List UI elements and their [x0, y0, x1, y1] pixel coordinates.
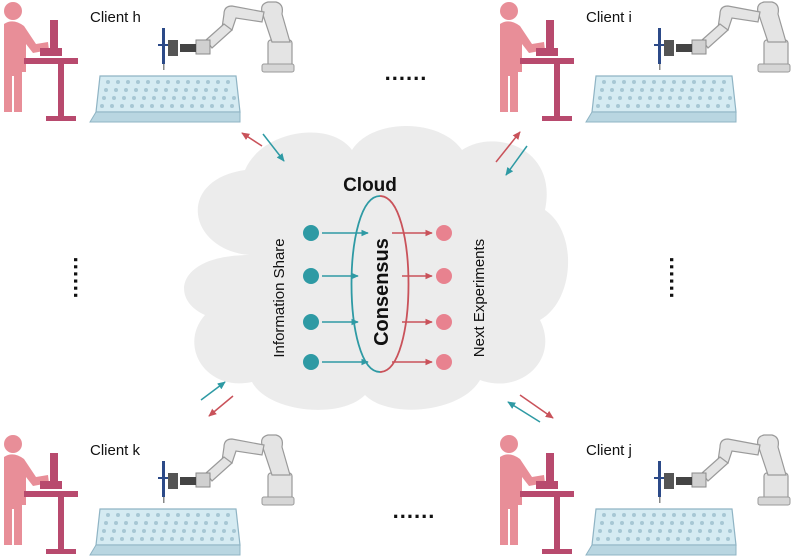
- info-node: [303, 314, 319, 330]
- cloud-title: Cloud: [343, 175, 397, 196]
- client-station-bottom-left: [3, 434, 295, 556]
- ellipsis-top: ......: [385, 60, 428, 85]
- next-experiments-label: Next Experiments: [471, 239, 488, 357]
- next-node: [436, 268, 452, 284]
- client-label-i: Client i: [586, 9, 632, 26]
- exchange-arrows-bottom-left: [200, 381, 234, 417]
- client-label-k: Client k: [90, 442, 141, 459]
- exchange-arrows-bottom-right: [507, 394, 554, 423]
- exchange-arrows-top-left: [241, 132, 285, 162]
- consensus-ellipse-right: [379, 195, 410, 373]
- next-node: [436, 354, 452, 370]
- ellipsis-right: ......: [665, 257, 690, 300]
- next-experiment-nodes: [392, 225, 452, 370]
- client-label-j: Client j: [586, 442, 632, 459]
- consensus-label: Consensus: [371, 238, 393, 346]
- client-station-top-left: [3, 1, 295, 123]
- ellipsis-bottom: ......: [393, 498, 436, 523]
- info-node: [303, 225, 319, 241]
- information-share-label: Information Share: [271, 238, 288, 357]
- cloud-icon: [184, 126, 569, 410]
- next-node: [436, 225, 452, 241]
- next-node: [436, 314, 452, 330]
- info-node: [303, 354, 319, 370]
- client-station-bottom-right: [499, 434, 791, 556]
- exchange-arrows-top-right: [495, 131, 528, 176]
- info-node: [303, 268, 319, 284]
- client-station-top-right: [499, 1, 791, 123]
- client-label-h: Client h: [90, 9, 141, 26]
- ellipsis-left: ......: [69, 257, 94, 300]
- information-share-nodes: [303, 225, 369, 370]
